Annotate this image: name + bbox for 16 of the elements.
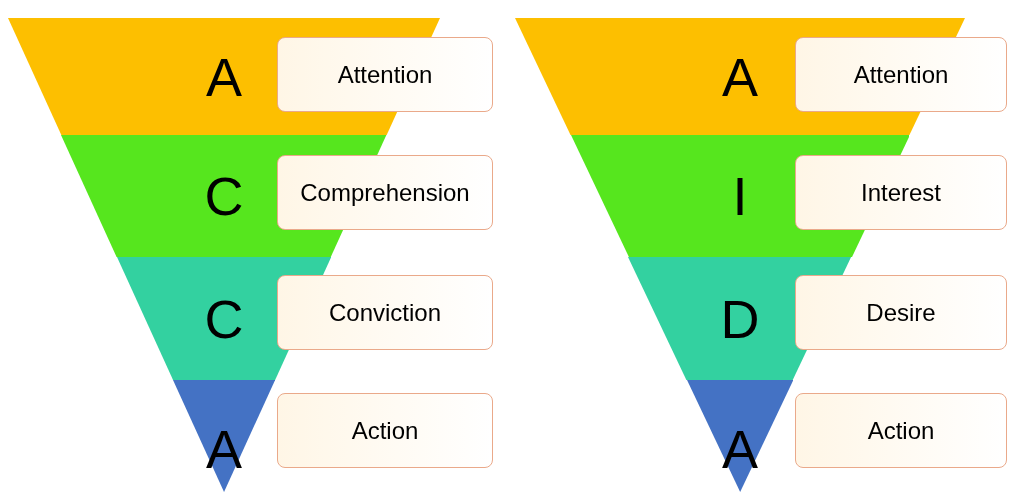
stage-letter: D <box>720 291 760 346</box>
stage-label-box: Attention <box>277 37 493 112</box>
stage-label-box: Interest <box>795 155 1007 230</box>
stage-label-box: Attention <box>795 37 1007 112</box>
stage-label-box: Action <box>277 393 493 468</box>
stage-letter: A <box>721 422 758 477</box>
stage-label-box: Action <box>795 393 1007 468</box>
stage-letter: A <box>206 49 242 104</box>
stage-letter: A <box>722 49 758 104</box>
stage-label-box: Desire <box>795 275 1007 350</box>
stage-letter: C <box>204 291 244 346</box>
stage-letter: A <box>205 422 242 477</box>
stage-letter: I <box>732 169 748 223</box>
stage-label-box: Comprehension <box>277 155 493 230</box>
stage-letter: C <box>204 169 244 223</box>
stage-label-box: Conviction <box>277 275 493 350</box>
